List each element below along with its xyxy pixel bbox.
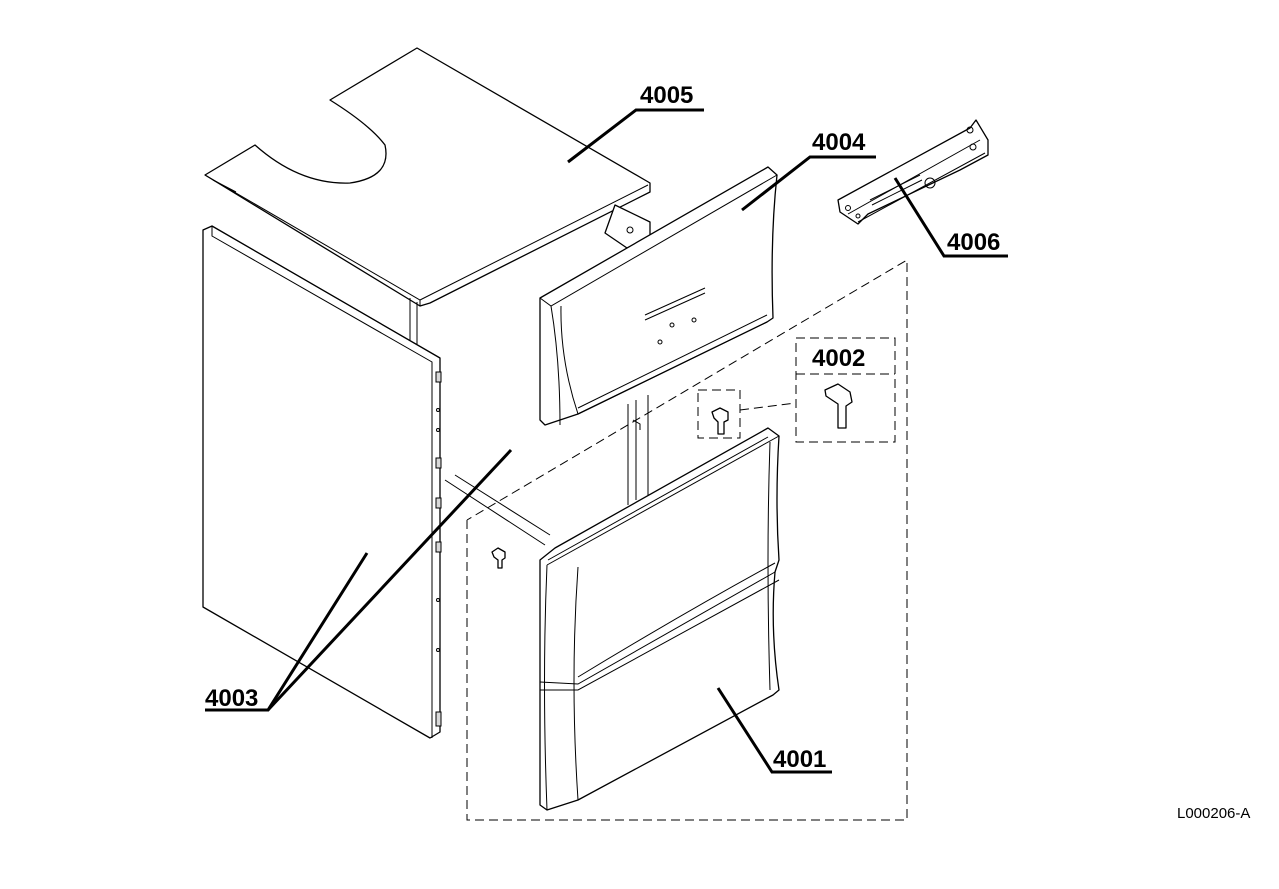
clips-4002 bbox=[491, 337, 896, 569]
callout-4005: 4005 bbox=[640, 82, 693, 109]
control-panel-4004 bbox=[539, 166, 778, 426]
drawing-reference-code: L000206-A bbox=[1177, 805, 1250, 822]
callout-4002: 4002 bbox=[812, 345, 865, 372]
door-4001 bbox=[539, 427, 780, 811]
side-panel-4003 bbox=[202, 225, 442, 739]
leader-lines bbox=[205, 108, 1008, 774]
callout-4006: 4006 bbox=[947, 229, 1000, 256]
frame-posts bbox=[409, 298, 649, 546]
callout-4003: 4003 bbox=[205, 685, 258, 712]
callout-4004: 4004 bbox=[812, 129, 866, 156]
callout-4001: 4001 bbox=[773, 746, 826, 773]
door-assembly-outline bbox=[466, 259, 908, 821]
bracket-4006 bbox=[837, 119, 989, 225]
top-panel-4005 bbox=[204, 47, 651, 307]
